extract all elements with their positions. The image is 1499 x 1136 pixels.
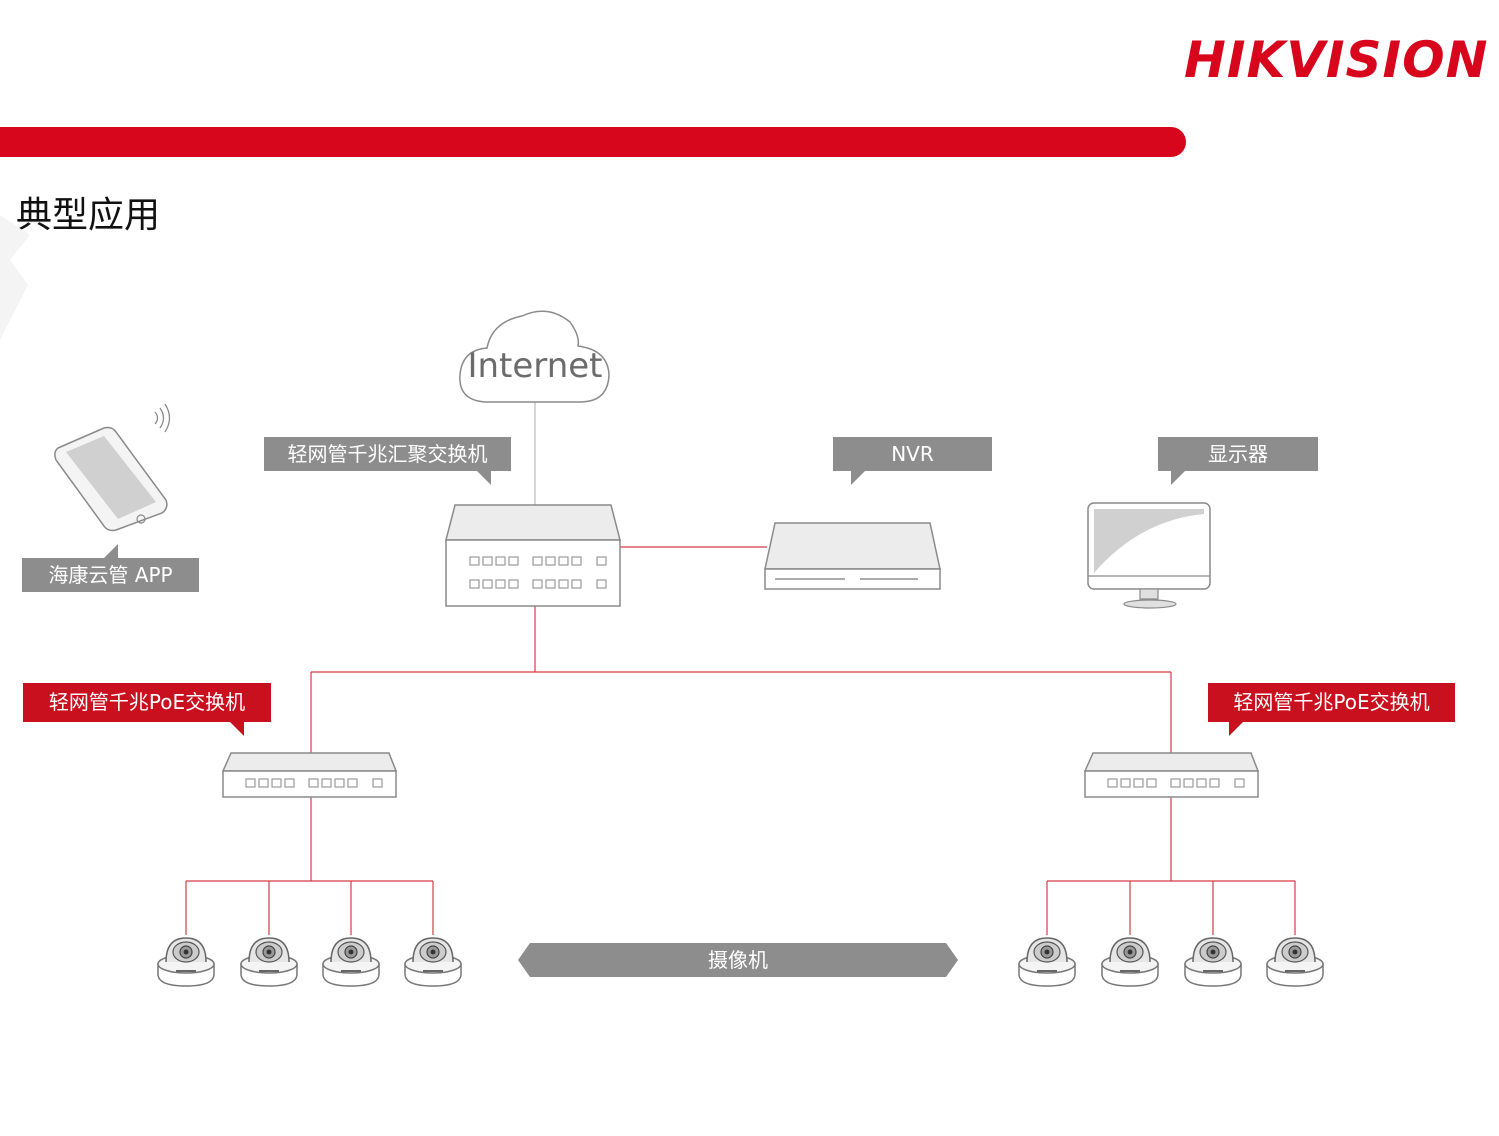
nvr-callout: NVR	[833, 437, 992, 471]
camera-label-band: 摄像机	[530, 943, 946, 977]
monitor-icon	[1087, 502, 1211, 609]
logo-text: HIKVISION	[1184, 31, 1489, 89]
background-decoration	[0, 215, 30, 340]
dome-camera-icon	[1184, 937, 1242, 987]
dome-camera-icon	[157, 937, 215, 987]
aggregation-switch-callout: 轻网管千兆汇聚交换机	[264, 437, 511, 471]
wifi-signal-icon	[154, 403, 171, 433]
callout-tail	[477, 471, 491, 485]
dome-camera-icon	[1018, 937, 1076, 987]
dome-camera-icon	[240, 937, 298, 987]
callout-tail	[1229, 722, 1243, 736]
band-arrow-left	[518, 943, 530, 977]
app-callout: 海康云管 APP	[22, 558, 199, 592]
band-arrow-right	[946, 943, 958, 977]
callout-tail	[851, 471, 865, 485]
dome-camera-icon	[1101, 937, 1159, 987]
monitor-callout: 显示器	[1158, 437, 1318, 471]
nvr-icon	[764, 522, 941, 590]
internet-label: Internet	[467, 346, 603, 386]
dome-camera-icon	[322, 937, 380, 987]
smartphone-icon	[54, 426, 168, 532]
poe-switch-right-icon	[1083, 752, 1260, 798]
dome-camera-icon	[404, 937, 462, 987]
aggregation-switch-icon	[445, 504, 621, 607]
header-red-bar	[0, 127, 1186, 157]
page-title: 典型应用	[16, 195, 161, 236]
connection-lines	[185, 402, 1296, 935]
cloud-icon	[459, 310, 610, 403]
dome-camera-icon	[1266, 937, 1324, 987]
poe-switch-left-icon	[221, 752, 398, 798]
callout-tail	[230, 722, 244, 736]
poe-switch-left-callout: 轻网管千兆PoE交换机	[23, 683, 271, 722]
poe-switch-right-callout: 轻网管千兆PoE交换机	[1208, 683, 1455, 722]
registered-mark: ®	[1473, 59, 1482, 68]
hikvision-logo: HIKVISION ®	[1184, 30, 1487, 90]
callout-tail	[1171, 471, 1185, 485]
callout-tail	[104, 544, 118, 558]
